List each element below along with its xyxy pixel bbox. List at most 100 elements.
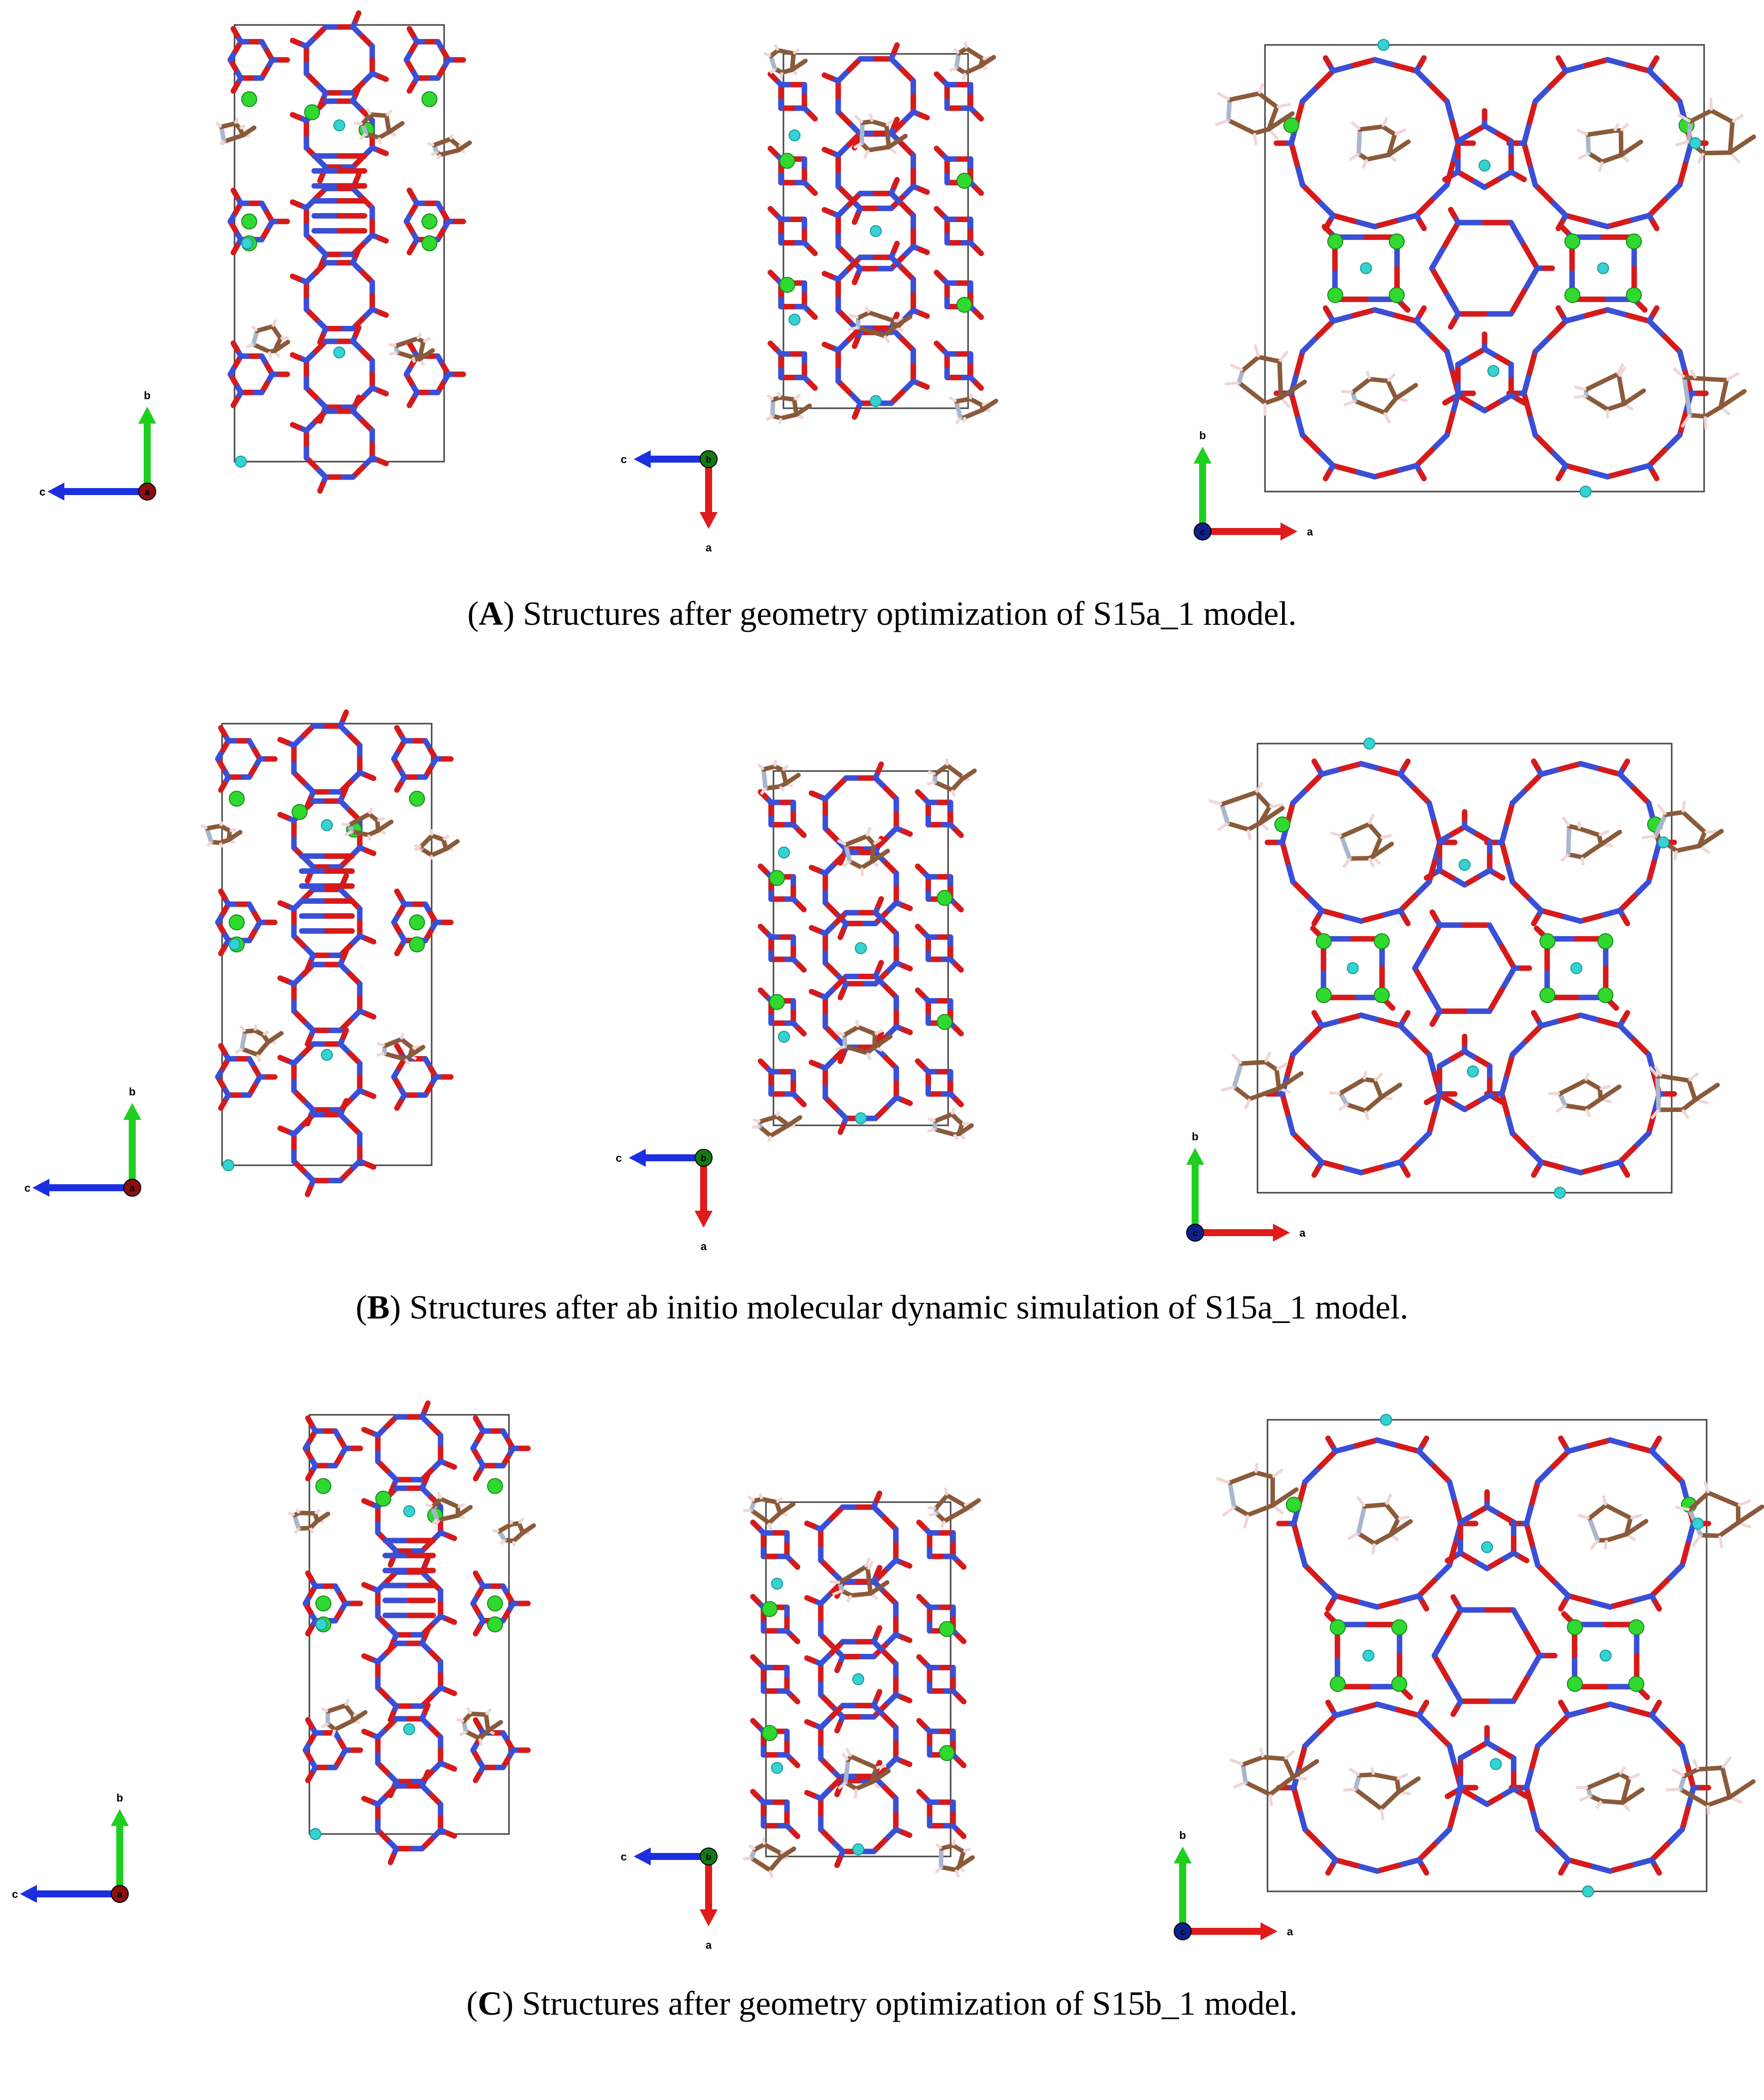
ge-atom [939, 1745, 955, 1761]
ge-atom [761, 1601, 778, 1617]
ge-atom [1315, 987, 1332, 1003]
fluoride-ion [852, 1843, 864, 1855]
fluoride-ion [1692, 1517, 1704, 1530]
fluoride-ion [1360, 262, 1372, 274]
axis-label-vertical: b [1192, 1130, 1198, 1143]
organic-cation [837, 1747, 891, 1799]
axis-label-vertical: a [706, 541, 712, 554]
fluoride-ion [333, 119, 345, 132]
ge-atom [1374, 933, 1390, 949]
axis-label-origin: c [1180, 1927, 1185, 1937]
ge-atom [1597, 933, 1614, 949]
ge-atom [1539, 987, 1555, 1003]
fluoride-ion [403, 1723, 415, 1735]
ge-atom [421, 91, 438, 107]
organic-cation [927, 758, 977, 797]
fluoride-ion [321, 819, 333, 831]
organic-cation [388, 332, 435, 367]
organic-cation [934, 1839, 975, 1878]
ge-atom [1329, 1619, 1346, 1635]
organic-cation [1329, 1070, 1402, 1120]
axis-label-horizontal: c [621, 1850, 627, 1863]
structure-view-1 [287, 1400, 536, 1865]
organic-cation [847, 306, 913, 344]
ge-atom [1628, 1676, 1645, 1692]
ge-atom [1327, 287, 1343, 303]
panel-letter-b: B [367, 1288, 390, 1326]
axis-origin-icon [138, 483, 156, 501]
ge-atom [1285, 1497, 1302, 1513]
ge-atom [409, 914, 425, 931]
ge-atom [421, 213, 438, 230]
fluoride-ion [778, 1031, 790, 1043]
axis-triad: cab [616, 1149, 713, 1253]
fluoride-ion [1582, 1885, 1594, 1897]
axis-origin-icon [1174, 1922, 1192, 1940]
axis-label-origin: a [117, 1889, 123, 1899]
axis-label-vertical: a [701, 1240, 707, 1253]
axis-label-origin: a [145, 487, 150, 497]
ge-atom [1391, 1619, 1407, 1635]
fluoride-ion [321, 1049, 333, 1061]
ge-atom [779, 153, 795, 169]
fluoride-ion [855, 1112, 867, 1124]
organic-cation [1343, 1767, 1421, 1821]
organic-cation [853, 113, 908, 159]
axis-label-vertical: b [1199, 429, 1206, 442]
axis-label-vertical: b [144, 389, 150, 402]
organic-cation [1576, 1766, 1645, 1812]
organic-cation [1576, 122, 1643, 173]
ge-atom [937, 890, 953, 906]
structure-view-3 [1215, 39, 1757, 498]
ge-atom [1628, 1619, 1645, 1635]
structure-view-2 [763, 41, 999, 425]
ge-atom [1315, 933, 1332, 949]
fluoride-ion [229, 938, 241, 951]
ge-atom [409, 790, 425, 807]
organic-cation [215, 117, 256, 146]
organic-cation [927, 1107, 974, 1141]
organic-cation [427, 134, 472, 160]
axis-label-horizontal: c [12, 1888, 18, 1900]
fluoride-ion [1467, 1065, 1479, 1077]
axis-origin-icon [1194, 523, 1212, 540]
ge-atom [1327, 233, 1343, 250]
organic-cation [287, 1508, 330, 1535]
organic-cation [354, 108, 405, 145]
ge-atom [315, 1478, 331, 1494]
ge-atom [956, 296, 973, 313]
fluoride-ion [1363, 738, 1376, 750]
caption-panel-b: (B) Structures after ab initio molecular… [355, 1288, 1409, 1326]
fluoride-ion [1657, 836, 1670, 848]
organic-cation [1216, 1463, 1299, 1529]
fluoride-ion [1553, 1187, 1566, 1199]
structure-view-2 [743, 1487, 981, 1878]
fluoride-ion [1579, 486, 1592, 498]
axis-label-origin: b [701, 1153, 707, 1163]
ge-atom [409, 936, 425, 953]
fluoride-ion [870, 395, 882, 407]
ge-atom [1564, 233, 1580, 250]
organic-cation [765, 391, 812, 424]
organic-cation [1347, 1493, 1413, 1555]
organic-cation [1548, 1072, 1622, 1118]
axis-label-origin: c [1200, 527, 1205, 537]
axis-label-horizontal: c [24, 1182, 30, 1194]
caption-panel-c: (C) Structures after geometry optimizati… [466, 1984, 1298, 2022]
unit-cell-outline [1257, 743, 1673, 1194]
axis-triad: a b c [1194, 429, 1313, 540]
organic-cation [743, 1493, 796, 1531]
fluoride-ion [1459, 859, 1471, 871]
axis-origin-icon [700, 450, 718, 468]
organic-cation [1675, 97, 1757, 164]
organic-cation [835, 1019, 893, 1061]
ge-atom [375, 1491, 391, 1507]
axis-triad: cab [621, 450, 718, 554]
ge-atom [769, 994, 785, 1010]
axis-origin-icon [695, 1149, 713, 1167]
ge-atom [761, 1725, 778, 1741]
axis-label-vertical: b [129, 1085, 135, 1098]
axis-origin-icon [700, 1847, 718, 1865]
axis-label-horizontal: a [1307, 525, 1313, 538]
